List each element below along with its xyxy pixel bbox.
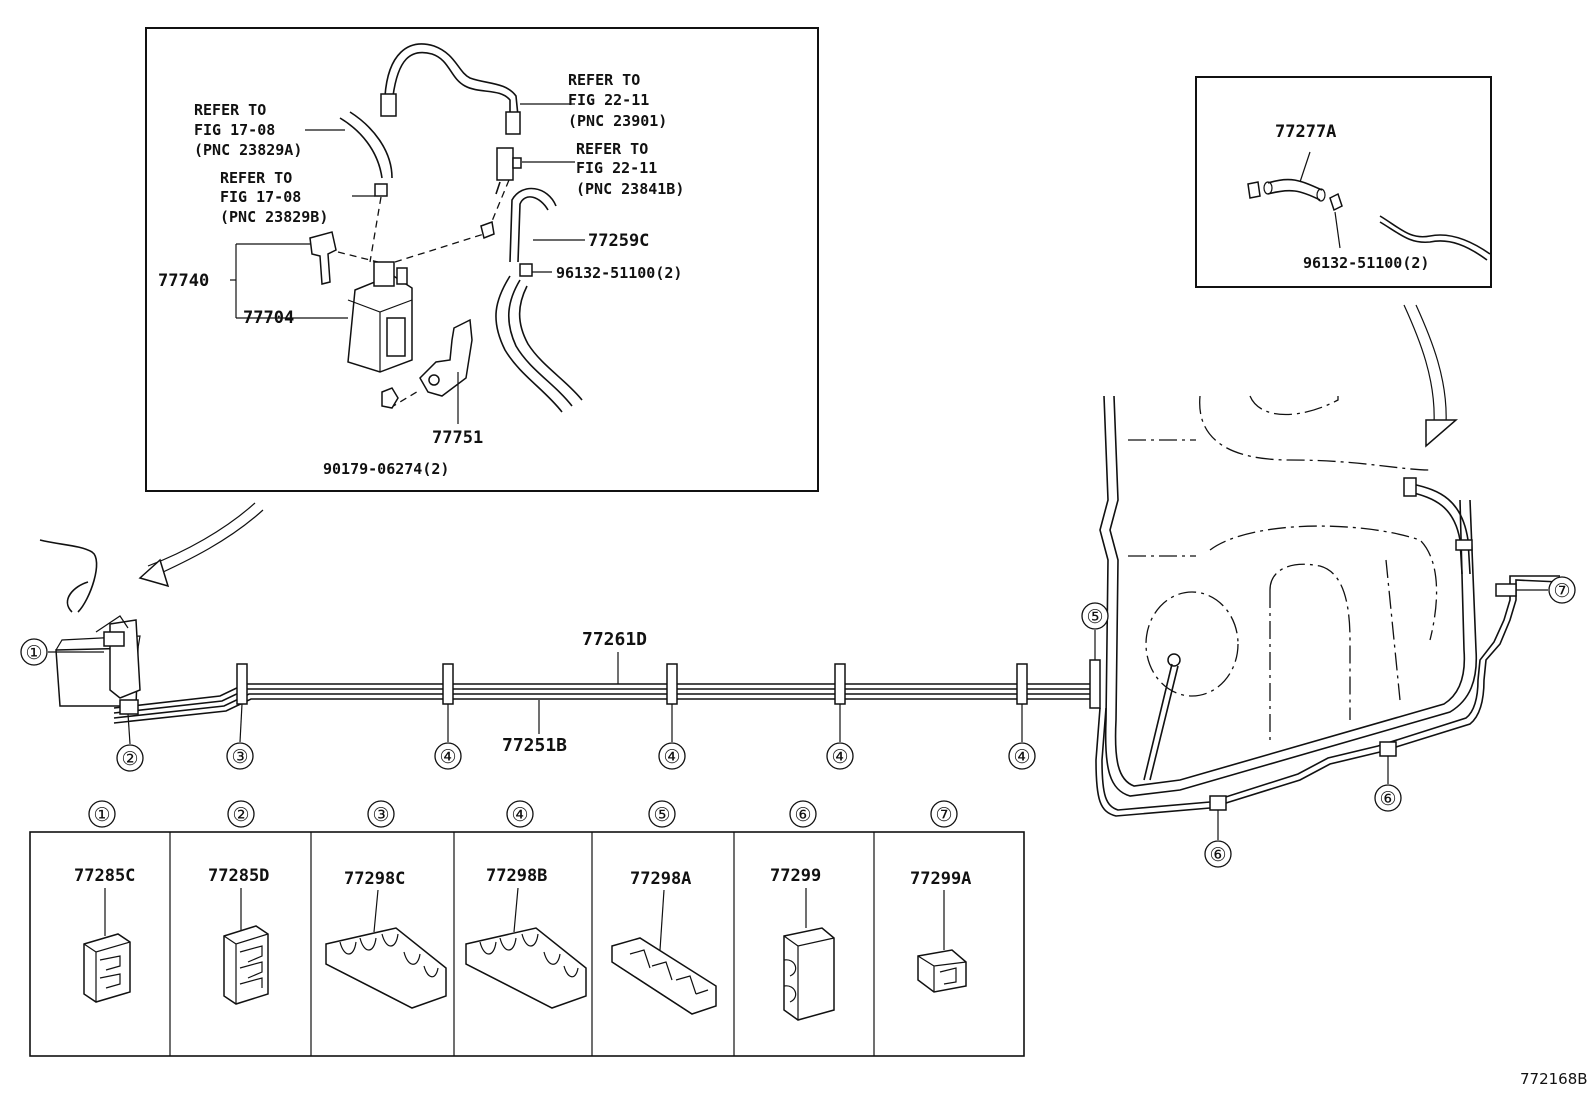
part-77704-label: 77704 [243,308,294,328]
table-part-77298a: 77298A [630,869,691,889]
part-90179-label: 90179-06274(2) [323,460,449,478]
refer-23901-line3: (PNC 23901) [568,112,667,130]
inset-arrows [138,304,1459,588]
table-part-77298c: 77298C [344,869,405,889]
clamp-77299a-drawing [917,949,967,993]
refer-23841b-line2: FIG 22-11 [576,159,657,177]
canister-inset-labels: REFER TO FIG 17-08 (PNC 23829A) REFER TO… [158,71,684,478]
table-index-3: ③ [372,804,389,826]
refer-23829a-line1: REFER TO [194,101,266,119]
callout-2: ② [121,748,138,770]
callout-4d: ④ [1013,746,1030,768]
clamp-1 [103,631,125,647]
part-77751-label: 77751 [432,428,483,448]
refer-23901-line1: REFER TO [568,71,640,89]
refer-23829b-line2: FIG 17-08 [220,188,301,206]
table-index-6: ⑥ [794,804,811,826]
callout-leaders [48,589,1548,840]
callout-3: ③ [231,746,248,768]
clamp-5 [1089,659,1101,709]
canister-inset-frame [145,27,819,492]
part-77259c-label: 77259C [588,231,649,251]
clamp-6b [1379,741,1397,757]
hose-part-96132-label: 96132-51100(2) [1303,254,1429,272]
clamp-7 [1495,583,1517,597]
tube-77261d-label: 77261D [582,629,647,650]
main-tube-assembly [39,395,1561,817]
refer-23841b-line1: REFER TO [576,140,648,158]
part-96132-label: 96132-51100(2) [556,264,682,282]
table-part-77299a: 77299A [910,869,971,889]
table-part-77285d: 77285D [208,866,269,886]
part-77277a-label: 77277A [1275,122,1336,142]
table-index-7: ⑦ [935,804,952,826]
callout-4c: ④ [831,746,848,768]
clamp-4a [442,663,454,705]
callout-1: ① [25,642,42,664]
callout-6b: ⑥ [1379,788,1396,810]
clamp-77298c-drawing [325,927,447,1009]
clamp-77285c-drawing [83,933,131,1003]
clamp-77298a-drawing [611,937,717,1015]
figure-code: 772168B [1520,1070,1588,1088]
callout-4b: ④ [663,746,680,768]
part-77740-label: 77740 [158,271,209,291]
clamp-2 [119,699,139,715]
callout-4a: ④ [439,746,456,768]
refer-23841b-line3: (PNC 23841B) [576,180,684,198]
table-part-77299: 77299 [770,866,821,886]
clamp-4c [834,663,846,705]
table-index-1: ① [93,804,110,826]
tube-77251b-label: 77251B [502,735,567,756]
refer-23829a-line2: FIG 17-08 [194,121,275,139]
callout-7: ⑦ [1553,580,1570,602]
table-index-2: ② [232,804,249,826]
callout-6a: ⑥ [1209,844,1226,866]
callout-5: ⑤ [1086,606,1103,628]
canister-inset-drawing [230,43,585,424]
clamp-4b [666,663,678,705]
table-part-77298b: 77298B [486,866,547,886]
clamp-4d [1016,663,1028,705]
refer-23829b-line3: (PNC 23829B) [220,208,328,226]
clamp-77298b-drawing [465,927,587,1009]
refer-23901-line2: FIG 22-11 [568,91,649,109]
table-index-5: ⑤ [653,804,670,826]
refer-23829a-line3: (PNC 23829A) [194,141,302,159]
hose-inset-drawing [1247,151,1491,261]
clamp-77285d-drawing [223,925,269,1005]
table-index-4: ④ [511,804,528,826]
table-part-77285c: 77285C [74,866,135,886]
callouts: ① ② ③ ④ ④ ④ ④ ⑤ ⑥ ⑥ ⑦ [20,576,1576,868]
clamp-table: ① ② ③ ④ ⑤ ⑥ ⑦ 77285C 77285D 77298C 77298… [29,800,1025,1057]
hose-inset-frame [1195,76,1492,288]
clamp-3 [236,663,248,705]
clamp-77299-drawing [783,927,835,1021]
clamp-6a [1209,795,1227,811]
refer-23829b-line1: REFER TO [220,169,292,187]
